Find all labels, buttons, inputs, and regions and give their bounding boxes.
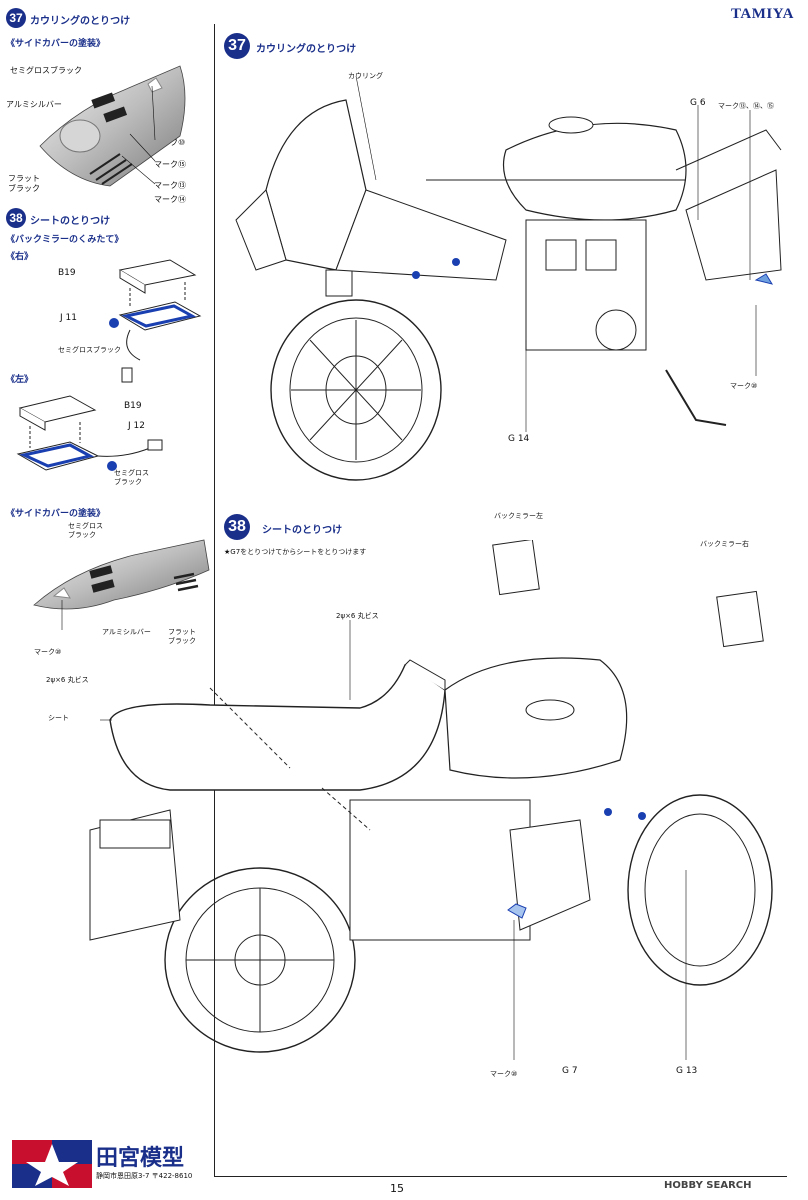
side-cover-drawing-2 — [33, 539, 210, 630]
screw-label-b: 2ψ×6 丸ビス — [46, 676, 89, 684]
motorcycle-front-drawing — [235, 75, 782, 481]
sidecover-paint-title: 《サイドカバーの塗装》 — [6, 39, 106, 49]
screw-label-a: 2ψ×6 丸ビス — [336, 612, 379, 620]
part-b19-label: B19 — [58, 268, 76, 278]
seat-label: シート — [48, 714, 69, 722]
mark-10-main-label: マーク⑩ — [730, 382, 758, 390]
part-b19-label-2: B19 — [124, 401, 142, 411]
right-side-label: 《右》 — [6, 252, 34, 262]
aluminum-silver-label: アルミシルバー — [6, 100, 62, 109]
motorcycle-rear-drawing — [89, 540, 773, 1060]
marks-13-14-15-label: マーク⑬、⑭、⑮ — [718, 102, 774, 110]
part-g7-label: G 7 — [562, 1066, 578, 1076]
flat-black-label: フラット ブラック — [8, 174, 40, 193]
part-g14-label: G 14 — [508, 434, 530, 444]
cowling-label: カウリング — [348, 72, 383, 80]
left-side-label: 《左》 — [6, 375, 34, 385]
mirror-right-drawing — [109, 259, 202, 383]
step-37-main-title: カウリングのとりつけ — [256, 44, 357, 55]
step-38-main-title: シートのとりつけ — [262, 525, 343, 536]
mark-14-label: マーク⑭ — [154, 195, 186, 204]
company-name: 田宮模型 — [96, 1145, 185, 1171]
step-37-title: カウリングのとりつけ — [30, 16, 131, 27]
step-38-note: ★G7をとりつけてからシートをとりつけます — [224, 548, 367, 556]
mark-10-label-2: マーク⑩ — [34, 648, 62, 656]
semi-gloss-black-label-2: セミグロスブラック — [58, 346, 121, 354]
step-38-badge: 38 — [6, 208, 26, 228]
watermark: HOBBY SEARCH — [664, 1180, 752, 1191]
semi-gloss-black-label-4: セミグロス ブラック — [68, 522, 103, 539]
back-mirror-left-label: バックミラー左 — [494, 512, 543, 520]
step-38-main-badge: 38 — [224, 514, 250, 540]
sidecover-paint-title-2: 《サイドカバーの塗装》 — [6, 509, 106, 519]
tamiya-star-logo — [12, 1140, 92, 1188]
aluminum-silver-label-2: アルミシルバー — [102, 628, 151, 636]
company-address: 静岡市恩田原3-7 〒422-8610 — [96, 1172, 193, 1180]
semi-gloss-black-label-3: セミグロス ブラック — [114, 469, 149, 486]
mark-10-b-label: マーク⑩ — [490, 1070, 518, 1078]
semi-gloss-black-label: セミグロスブラック — [10, 66, 82, 75]
back-mirror-right-label: バックミラー右 — [700, 540, 749, 548]
mirror-assembly-title: 《バックミラーのくみたて》 — [6, 235, 124, 245]
brand-logo-text: TAMIYA — [730, 6, 794, 22]
mark-15-label: マーク⑮ — [154, 160, 186, 169]
flat-black-label-2: フラット ブラック — [168, 628, 196, 645]
part-j11-label: J 11 — [60, 313, 77, 323]
step-38-title: シートのとりつけ — [30, 216, 111, 227]
part-j12-label: J 12 — [128, 421, 145, 431]
page-number: 15 — [390, 1182, 404, 1195]
part-g6-label: G 6 — [690, 98, 706, 108]
assembly-panel — [214, 24, 787, 1177]
mark-13-label: マーク⑬ — [154, 181, 186, 190]
part-g13-label: G 13 — [676, 1066, 698, 1076]
step-37-main-badge: 37 — [224, 33, 250, 59]
step-37-badge: 37 — [6, 8, 26, 28]
side-cover-drawing-1 — [39, 65, 186, 187]
mirror-left-drawing — [16, 395, 163, 471]
